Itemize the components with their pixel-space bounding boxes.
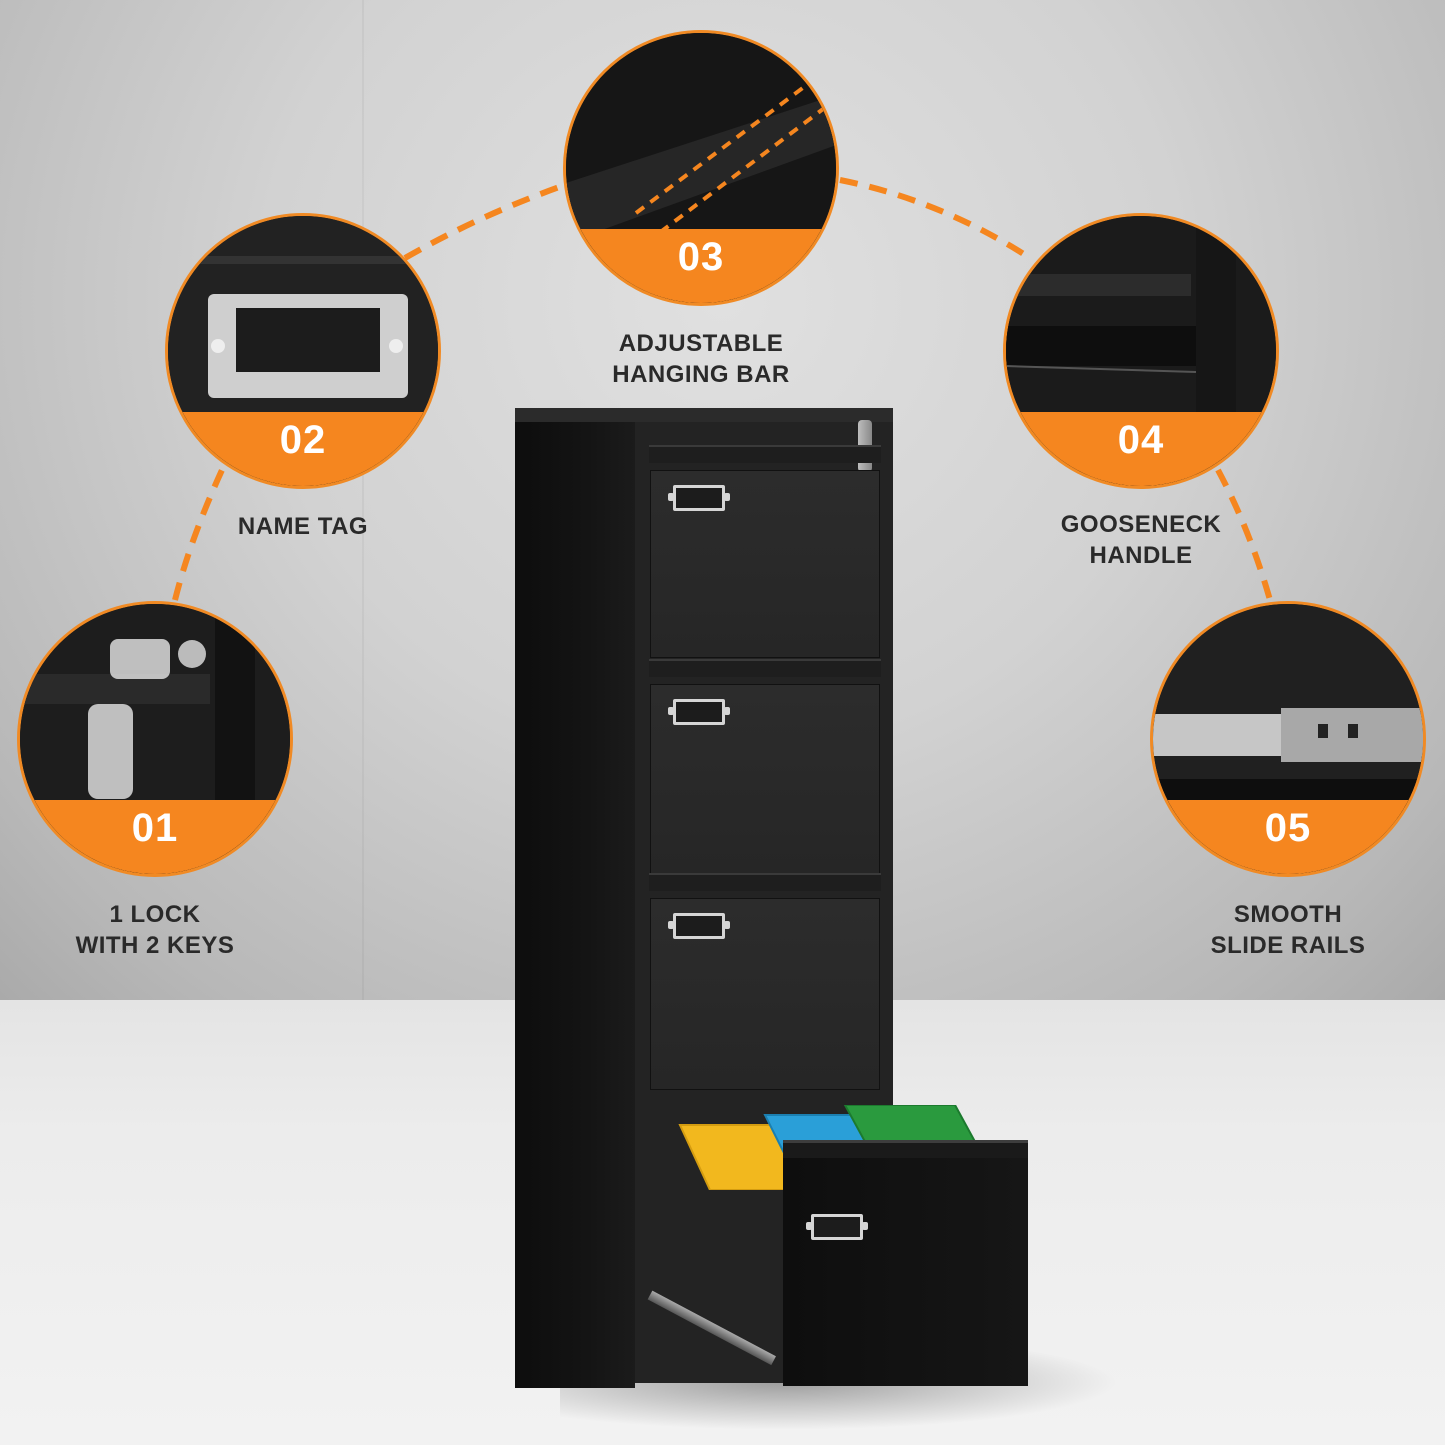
gooseneck-handle[interactable] [649,445,881,463]
feature-caption: ADJUSTABLE HANGING BAR [563,328,839,390]
caption-line: 1 LOCK [109,901,201,928]
feature-bubble: 05 [1150,601,1426,877]
feature-caption: NAME TAG [165,511,441,542]
feature-number: 05 [1264,806,1312,850]
feature-01: 01 1 LOCK WITH 2 KEYS [17,601,293,961]
feature-number: 02 [279,418,327,462]
feature-05: 05 SMOOTH SLIDE RAILS [1150,601,1426,961]
feature-number: 01 [131,806,179,850]
cabinet-top [515,408,893,422]
gooseneck-handle[interactable] [649,659,881,677]
feature-bubble: 02 [165,213,441,489]
caption-line: ADJUSTABLE [618,330,784,357]
feature-number-band: 04 [1006,412,1276,486]
gooseneck-handle[interactable] [649,873,881,891]
feature-bubble: 03 [563,30,839,306]
feature-number-band: 01 [20,800,290,874]
caption-line: NAME TAG [237,513,369,540]
feature-number-band: 03 [566,229,836,303]
name-tag-icon [668,485,730,511]
feature-caption: 1 LOCK WITH 2 KEYS [17,899,293,961]
caption-line: GOOSENECK [1060,511,1222,538]
drawer-2[interactable] [649,659,881,878]
feature-03: 03 ADJUSTABLE HANGING BAR [563,30,839,390]
feature-number: 03 [677,235,725,279]
caption-line: SLIDE RAILS [1210,932,1366,959]
feature-caption: SMOOTH SLIDE RAILS [1150,899,1426,961]
feature-number-band: 02 [168,412,438,486]
feature-bubble: 04 [1003,213,1279,489]
drawer-4-open[interactable] [783,1158,1028,1386]
name-tag-icon [806,1214,868,1240]
feature-number: 04 [1117,418,1165,462]
caption-line: SMOOTH [1233,901,1343,928]
caption-line: HANGING BAR [612,361,790,388]
wall-corner [362,0,364,1000]
name-tag-icon [668,699,730,725]
feature-bubble: 01 [17,601,293,877]
feature-04: 04 GOOSENECK HANDLE [1003,213,1279,571]
cabinet-side-panel [515,420,635,1388]
caption-line: WITH 2 KEYS [75,932,235,959]
name-tag-icon [668,913,730,939]
feature-number-band: 05 [1153,800,1423,874]
feature-02: 02 NAME TAG [165,213,441,542]
drawer-1[interactable] [649,445,881,658]
caption-line: HANDLE [1089,542,1193,569]
drawer-3[interactable] [649,873,881,1090]
feature-caption: GOOSENECK HANDLE [1003,509,1279,571]
